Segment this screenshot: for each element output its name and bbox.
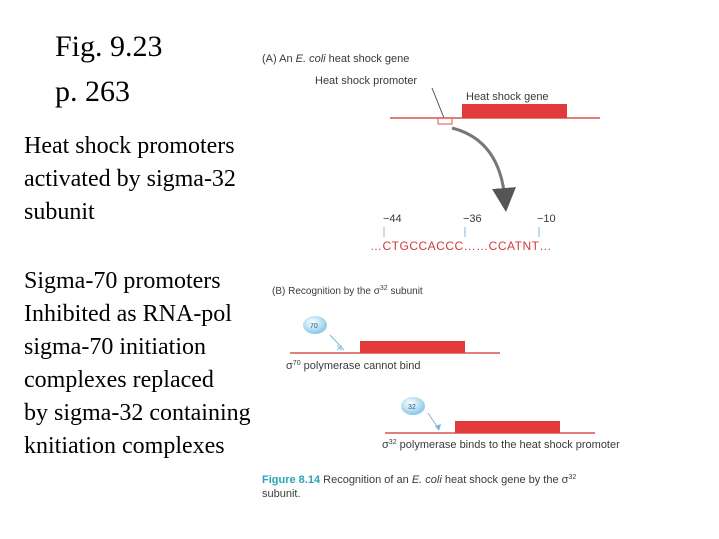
paragraph-line: sigma-70 initiation	[24, 334, 206, 360]
sigma70-cross: ×	[336, 341, 343, 355]
panel-a-label: (A) An E. coli heat shock gene	[262, 53, 409, 65]
sigma32-caption: σ32 polymerase binds to the heat shock p…	[382, 439, 620, 451]
promoter-box-a	[437, 117, 453, 125]
promoter-pointer	[431, 87, 445, 119]
promoter-label: Heat shock promoter	[315, 75, 417, 87]
figure-caption-line2: subunit.	[262, 488, 301, 500]
position-minus36: −36	[463, 213, 482, 225]
figure-caption: Figure 8.14 Recognition of an E. coli he…	[262, 474, 576, 486]
paragraph-sigma70: Sigma-70 promoters Inhibited as RNA-pol …	[24, 265, 251, 463]
paragraph-line: Inhibited as RNA-pol	[24, 301, 232, 327]
paragraph-heat-shock: Heat shock promoters activated by sigma-…	[24, 130, 236, 229]
gene-label: Heat shock gene	[466, 91, 549, 103]
paragraph-line: Heat shock promoters	[24, 133, 235, 159]
position-minus44: −44	[383, 213, 402, 225]
paragraph-line: subunit	[24, 199, 95, 225]
figure-title: Fig. 9.23	[55, 30, 163, 63]
promoter-sequence: …CTGCCACCC……CCATNT…	[370, 239, 552, 253]
paragraph-line: complexes replaced	[24, 367, 214, 393]
paragraph-line: knitiation complexes	[24, 433, 225, 459]
page-reference: p. 263	[55, 75, 130, 108]
zoom-arrow	[451, 126, 516, 212]
sigma32-arrow	[427, 412, 439, 429]
paragraph-line: activated by sigma-32	[24, 166, 236, 192]
sigma70-badge-text: 70	[310, 323, 318, 330]
sigma70-caption: σ70 polymerase cannot bind	[286, 360, 420, 372]
sigma32-badge	[401, 397, 425, 415]
paragraph-line: by sigma-32 containing	[24, 400, 251, 426]
sigma32-arrow-head	[435, 424, 441, 431]
position-minus10: −10	[537, 213, 556, 225]
gene-box-b1	[360, 341, 465, 353]
paragraph-line: Sigma-70 promoters	[24, 268, 221, 294]
gene-box-a	[462, 104, 567, 118]
sigma70-badge	[303, 316, 327, 334]
sigma32-badge-text: 32	[408, 404, 416, 411]
gene-box-b2	[455, 421, 560, 433]
sigma70-arrow	[329, 334, 345, 351]
panel-b-label: (B) Recognition by the σ32 subunit	[272, 285, 423, 297]
